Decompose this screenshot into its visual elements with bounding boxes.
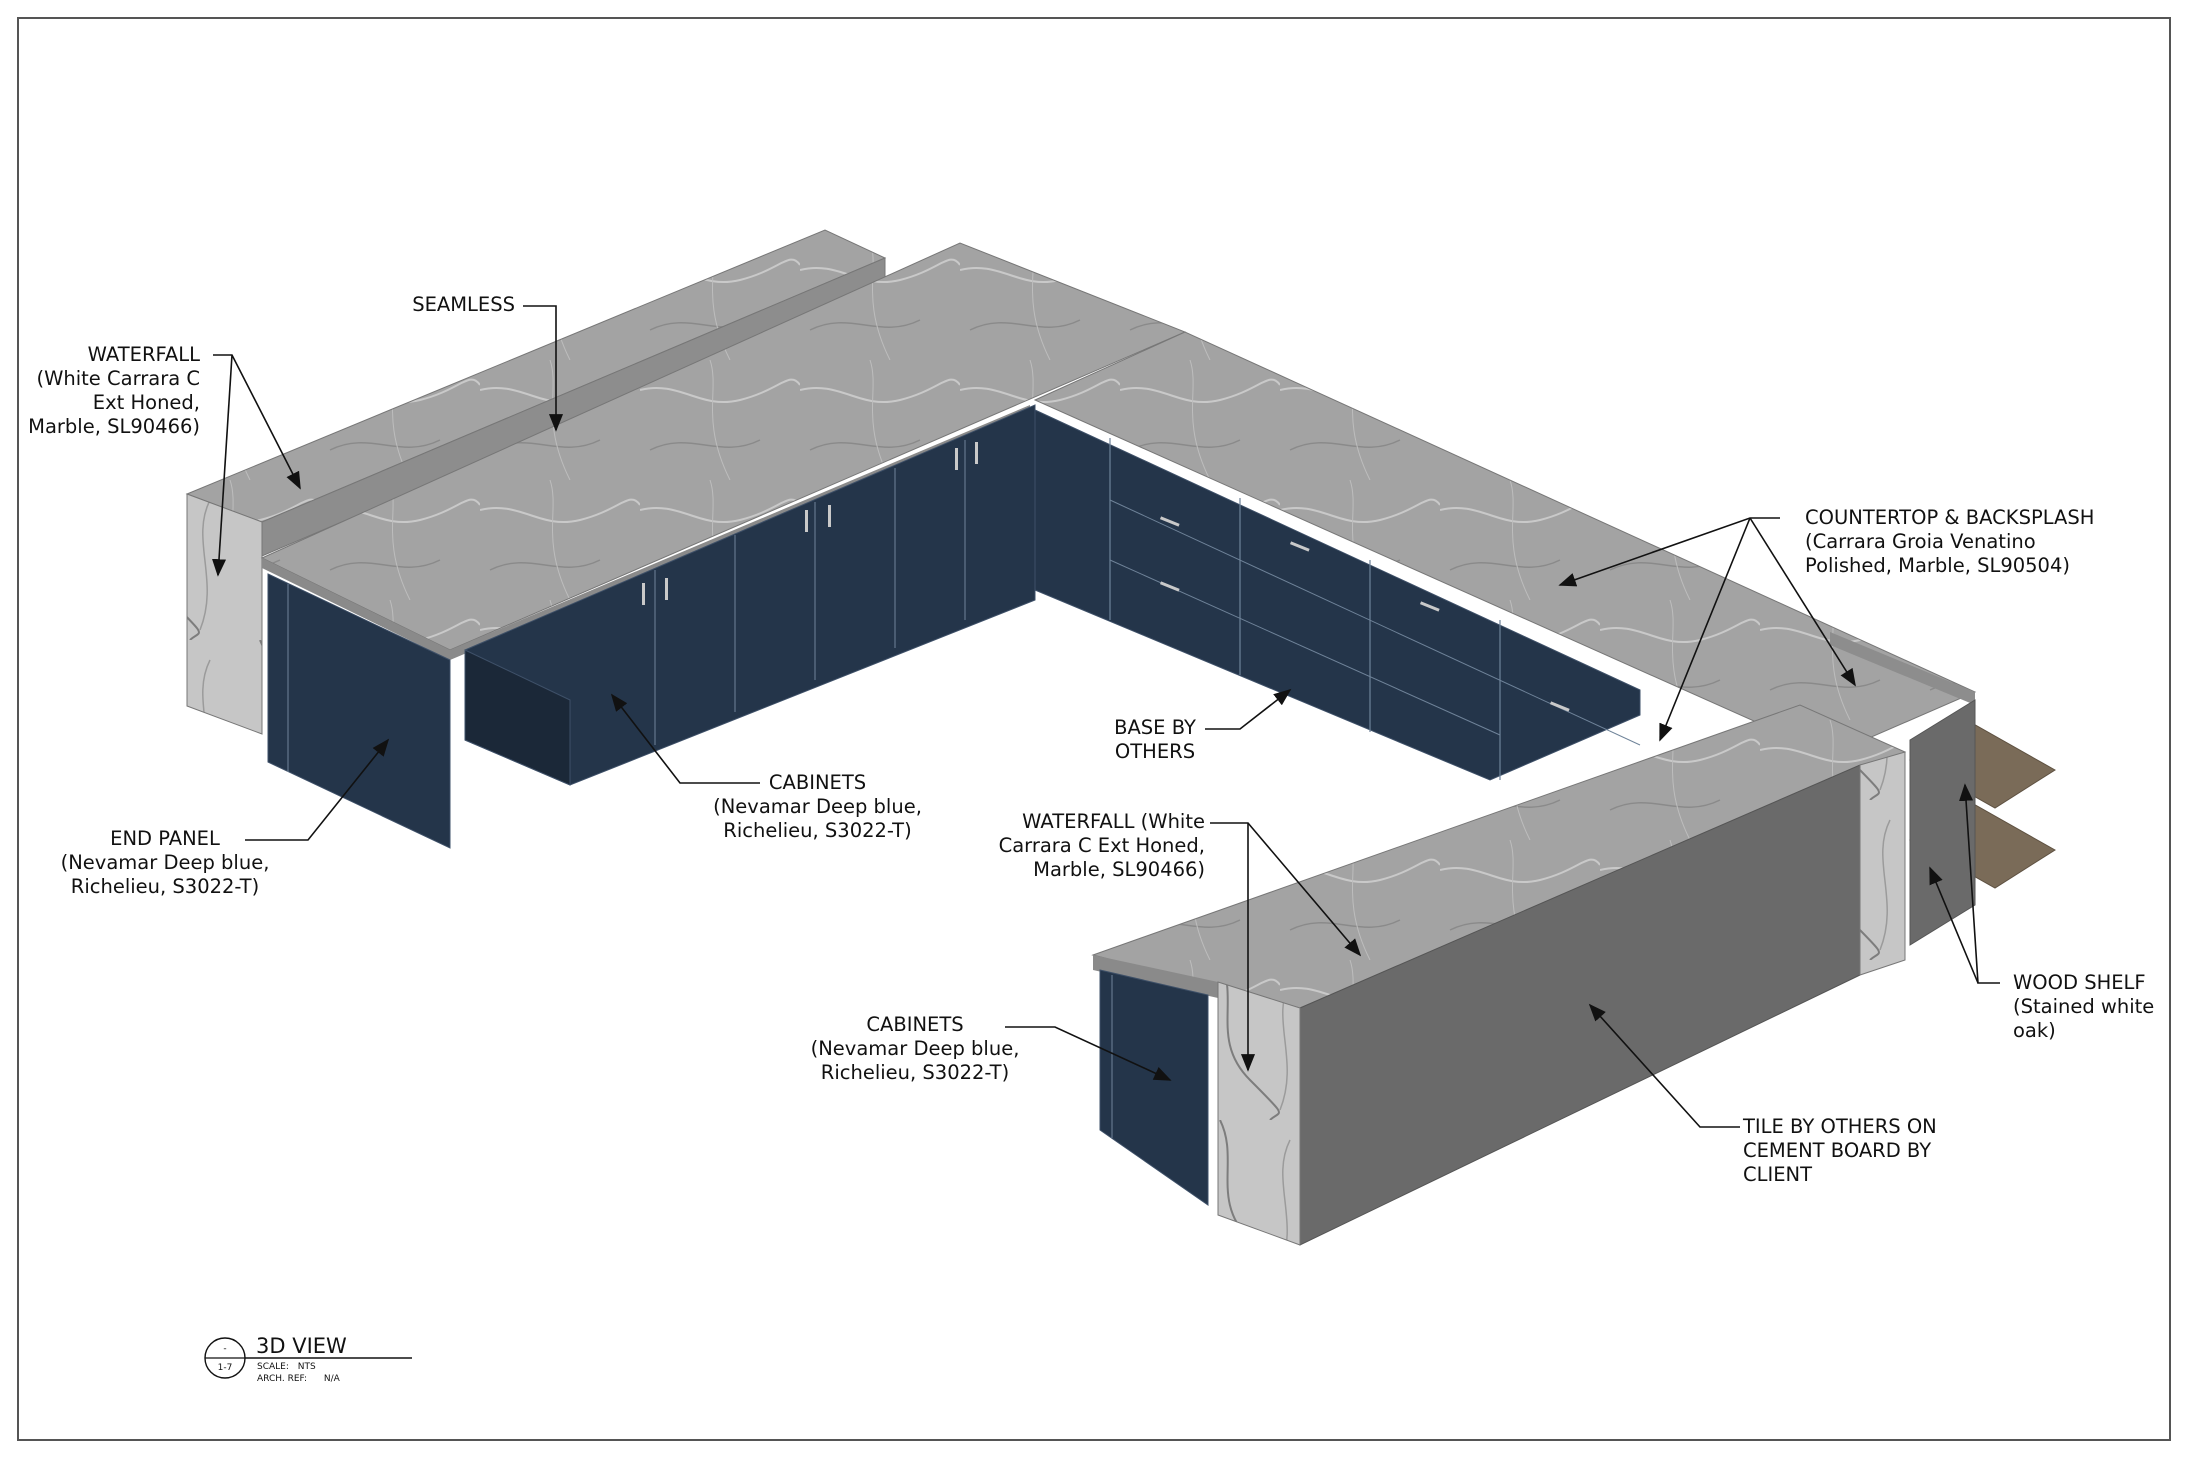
waterfall-panel-front [1217, 981, 1301, 1246]
scale-value: NTS [297, 1362, 316, 1372]
label-line: CABINETS [768, 771, 867, 794]
arch-ref-value: N/A [323, 1374, 340, 1384]
side-run-assembly [1033, 331, 2056, 946]
view-title: 3D VIEW [256, 1334, 347, 1358]
label-line: OTHERS [1114, 740, 1196, 763]
label-line: END PANEL [110, 827, 220, 850]
label-line: CEMENT BOARD BY [1743, 1139, 1932, 1162]
label-cabinets-top: CABINETS (Nevamar Deep blue, Richelieu, … [700, 771, 935, 843]
cabinet-handle [828, 505, 831, 527]
drawer-handle [1419, 601, 1440, 612]
leader-countertop-c [1749, 517, 1856, 687]
raised-bar-right [1830, 632, 1975, 705]
leader-tile [1588, 1003, 1740, 1128]
scale-label: SCALE: [257, 1362, 289, 1372]
cabinet-handle [642, 583, 645, 605]
leader-base-by-others [1205, 688, 1292, 730]
arch-ref-label: ARCH. REF: [257, 1374, 308, 1384]
drawer-handle [1159, 516, 1180, 527]
label-countertop: COUNTERTOP & BACKSPLASH (Carrara Groia V… [1805, 506, 2165, 578]
label-line: COUNTERTOP & BACKSPLASH [1805, 506, 2095, 529]
label-base-by-others: BASE BY OTHERS [1105, 716, 1205, 764]
title-block-graphics [204, 1337, 412, 1379]
label-line: (White Carrara C [36, 367, 201, 390]
cabinet-row-side [464, 649, 571, 786]
label-line: WATERFALL (White [1022, 810, 1205, 833]
label-line: (Nevamar Deep blue, [810, 1037, 1020, 1060]
arch-ref-row: ARCH. REF: N/A [257, 1374, 340, 1385]
leader-waterfall-left-b [211, 354, 233, 577]
leader-wood-shelf-b [1929, 866, 1979, 984]
label-line: (Nevamar Deep blue, [713, 795, 922, 818]
front-cabinet [1099, 969, 1209, 1206]
title-block: - 1-7 3D VIEW SCALE: NTS ARCH. REF: N/A [200, 1334, 420, 1394]
label-line: WOOD SHELF [2013, 971, 2146, 994]
label-line: Marble, SL90466) [1033, 858, 1205, 881]
countertop-back-run-edge [262, 558, 450, 660]
scale-row: SCALE: NTS [257, 1362, 316, 1373]
label-cabinets-bottom: CABINETS (Nevamar Deep blue, Richelieu, … [795, 1013, 1035, 1085]
label-line: oak) [2013, 1019, 2056, 1042]
drawer-handle [1289, 541, 1310, 552]
label-line: CABINETS [866, 1013, 964, 1036]
drawer-handle [1549, 701, 1570, 712]
label-line: Polished, Marble, SL90504) [1805, 554, 2070, 577]
leader-end-panel [245, 738, 390, 841]
label-line: (Stained white [2013, 995, 2155, 1018]
label-line: Richelieu, S3022-T) [70, 875, 260, 898]
label-line: Ext Honed, [92, 391, 200, 414]
label-line: (Nevamar Deep blue, [60, 851, 270, 874]
wood-shelf-support [1909, 699, 1976, 946]
cabinet-handle [665, 578, 668, 600]
leader-cabinets-bottom [1005, 1026, 1172, 1081]
label-waterfall-left: WATERFALL (White Carrara C Ext Honed, Ma… [20, 343, 200, 439]
label-wood-shelf: WOOD SHELF (Stained white oak) [2013, 971, 2163, 1043]
drawer-handle [1159, 581, 1180, 592]
front-run-assembly [1091, 704, 1907, 1246]
label-line: Richelieu, S3022-T) [723, 819, 912, 842]
countertop-front-edge [1093, 955, 1218, 998]
base-cabinet-row [1034, 405, 1641, 781]
label-line: TILE BY OTHERS ON [1743, 1115, 1937, 1138]
waterfall-panel-left [186, 493, 263, 735]
label-tile: TILE BY OTHERS ON CEMENT BOARD BY CLIENT [1743, 1115, 1983, 1187]
label-line: Richelieu, S3022-T) [820, 1061, 1010, 1084]
back-run-assembly [185, 229, 1187, 849]
label-end-panel: END PANEL (Nevamar Deep blue, Richelieu,… [55, 827, 275, 899]
leader-seamless [523, 305, 564, 432]
bubble-bottom-text: 1-7 [217, 1363, 233, 1373]
label-line: SEAMLESS [412, 293, 515, 316]
cabinet-handle [955, 448, 958, 470]
label-seamless: SEAMLESS [405, 293, 515, 317]
cabinet-handle [805, 510, 808, 532]
bubble-top-text: - [223, 1344, 227, 1354]
leader-countertop-b [1659, 517, 1751, 742]
end-panel [267, 573, 451, 849]
label-line: Carrara C Ext Honed, [998, 834, 1205, 857]
label-line: Marble, SL90466) [28, 415, 200, 438]
label-line: BASE BY [1114, 716, 1196, 739]
label-line: (Carrara Groia Venatino [1805, 530, 2036, 553]
label-line: CLIENT [1743, 1163, 1813, 1186]
cabinet-handle [975, 442, 978, 464]
leader-cabinets-top [610, 693, 760, 784]
leader-lines [211, 305, 2000, 1128]
waterfall-panel-right-end [1859, 751, 1906, 976]
label-line: WATERFALL [87, 343, 200, 366]
sheet-border [17, 17, 2171, 1441]
label-waterfall-right: WATERFALL (White Carrara C Ext Honed, Ma… [975, 810, 1205, 882]
